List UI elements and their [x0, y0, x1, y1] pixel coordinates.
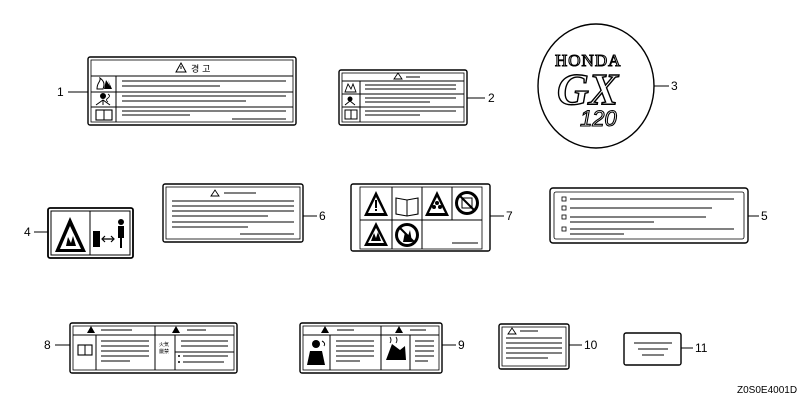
callout-8: 8 [44, 338, 51, 352]
label-5-instruction[interactable] [549, 187, 749, 244]
warning-triangle-icon [364, 191, 388, 216]
warning-triangle-icon [210, 189, 220, 197]
no-indoor-use-icon [455, 191, 479, 215]
callout-7: 7 [506, 209, 513, 223]
toxic-exhaust-person-icon [307, 340, 326, 365]
exhaust-gas-person-icon [95, 93, 111, 106]
callout-6: 6 [319, 209, 326, 223]
model-name: GX [557, 65, 620, 114]
label-6-warning[interactable] [162, 183, 304, 243]
kanji-fire-text: 火気 [159, 341, 169, 348]
callout-2: 2 [488, 91, 495, 105]
label-1-header: 경 고 [191, 63, 210, 75]
warning-triangle-icon [393, 72, 403, 80]
warning-triangle-icon [175, 61, 187, 73]
exhaust-gas-person-icon [344, 96, 356, 106]
read-manual-book-icon [77, 344, 93, 356]
brand-name: HONDA [555, 51, 621, 70]
warning-triangle-icon [507, 327, 517, 335]
kanji-strict-text: 厳禁 [159, 348, 169, 355]
callout-9: 9 [458, 338, 465, 352]
callout-4: 4 [24, 225, 31, 239]
callout-10: 10 [584, 338, 598, 352]
callout-3: 3 [671, 79, 678, 93]
label-4-safety-distance[interactable] [47, 207, 134, 259]
fire-hazard-icon [96, 76, 112, 90]
keep-distance-icon [93, 219, 124, 248]
callout-11: 11 [695, 341, 708, 355]
fire-warning-triangle-icon [364, 222, 388, 246]
diagram-code: Z0S0E4001D [737, 385, 797, 396]
read-manual-book-icon [344, 109, 358, 120]
callout-5: 5 [761, 209, 768, 223]
read-manual-book-icon [95, 109, 113, 121]
label-8-dual-warning[interactable]: 火気 厳禁 [69, 322, 238, 374]
label-11-plain[interactable] [623, 332, 682, 366]
hot-surface-hand-icon [386, 336, 406, 360]
label-7-pictograms[interactable] [350, 183, 491, 252]
label-1-korean-warning[interactable]: 경 고 [87, 56, 297, 126]
emblem-decal[interactable]: HONDA GX 120 [537, 23, 655, 149]
label-9-dual-warning[interactable] [299, 322, 443, 374]
label-2-warning[interactable] [338, 69, 468, 126]
warning-triangle-icon [321, 326, 329, 333]
read-manual-book-icon [395, 197, 419, 217]
fire-warning-triangle-icon [55, 217, 86, 252]
label-10-warning[interactable] [498, 323, 570, 370]
warning-triangle-icon [395, 326, 403, 333]
fire-hazard-icon [344, 82, 357, 93]
warning-triangle-icon [172, 326, 180, 333]
hot-surface-warning-icon [425, 191, 449, 216]
warning-triangle-icon [87, 326, 95, 333]
displacement-number: 120 [580, 106, 617, 131]
no-open-flame-icon [395, 223, 419, 247]
callout-1: 1 [57, 85, 64, 99]
